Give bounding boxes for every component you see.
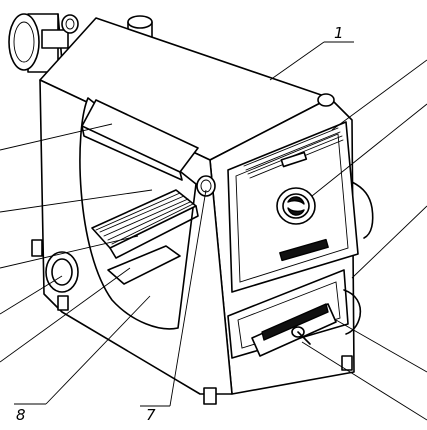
callout-8: 8 <box>16 406 26 424</box>
top-right-lug <box>317 93 335 107</box>
callout-1: 1 <box>334 24 344 42</box>
pipe-fitting <box>196 175 216 197</box>
ash-door-handle <box>343 289 362 335</box>
leader-lines <box>0 41 427 421</box>
ash-tray <box>107 245 181 285</box>
fire-door-handle <box>351 181 374 239</box>
door-nameplate <box>279 238 329 262</box>
lifting-eye <box>41 14 79 49</box>
side-port <box>45 251 79 293</box>
grate <box>91 189 199 259</box>
ash-door <box>227 269 349 359</box>
side-fitting <box>31 239 43 257</box>
callout-7: 7 <box>146 406 156 424</box>
air-damper <box>276 187 316 225</box>
